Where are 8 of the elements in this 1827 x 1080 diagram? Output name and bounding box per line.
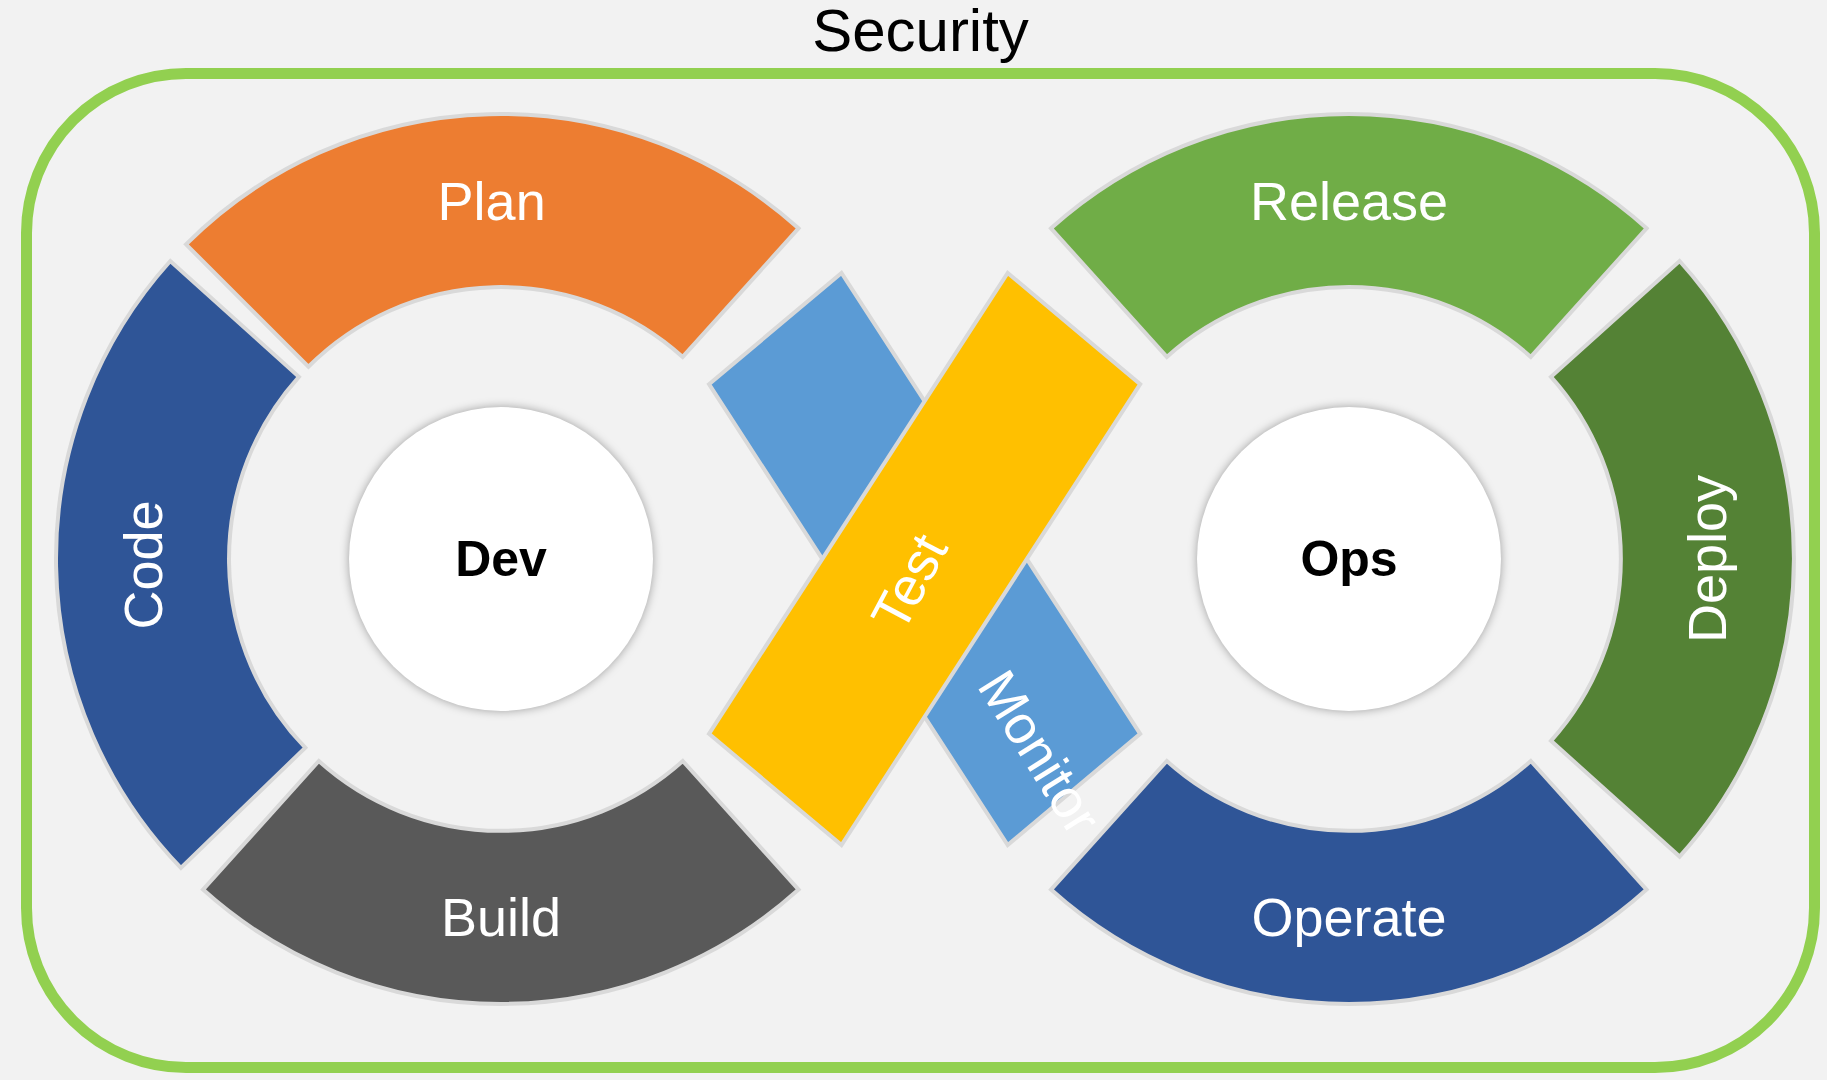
segment-label: Code bbox=[116, 500, 171, 630]
segment-label: Build bbox=[440, 890, 561, 944]
segment-label: Plan bbox=[437, 174, 546, 229]
hub-label: Ops bbox=[1300, 534, 1398, 584]
segment-label: Test bbox=[861, 525, 957, 639]
hub-label: Dev bbox=[455, 534, 547, 584]
segment-label: Release bbox=[1249, 174, 1449, 228]
frame-title: Security bbox=[812, 1, 1029, 61]
